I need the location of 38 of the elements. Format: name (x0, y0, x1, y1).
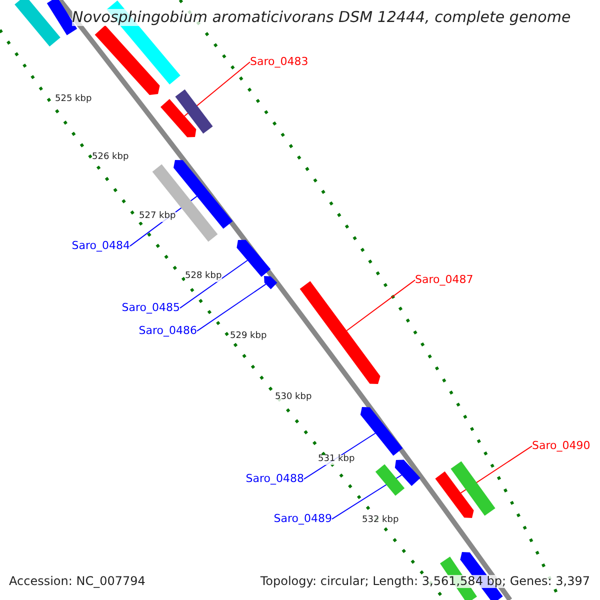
tick-label: 530 kbp (275, 393, 312, 403)
gene-label: Saro_0484 (72, 240, 130, 252)
tick-label: 527 kbp (139, 212, 176, 222)
gene-feature (375, 464, 405, 496)
gene-feature (94, 25, 160, 95)
gene-feature (175, 89, 213, 134)
leader-line (184, 62, 250, 117)
gene-label: Saro_0483 (250, 56, 308, 68)
gene-feature (14, 0, 60, 46)
gene-feature (160, 99, 196, 138)
gene-feature (300, 281, 380, 384)
footer-text: Accession: NC_007794 (9, 575, 146, 588)
gene-feature (174, 160, 233, 229)
gene-feature (435, 471, 474, 518)
gene-feature (236, 240, 271, 277)
leader-line (180, 260, 248, 309)
tick-label: 525 kbp (55, 95, 92, 105)
gene-label: Saro_0486 (138, 325, 197, 338)
leader-line (460, 446, 532, 494)
gene-feature (450, 461, 496, 516)
tick-label: 531 kbp (318, 455, 355, 465)
gene-label: Saro_0489 (274, 513, 332, 526)
gene-label: Saro_0485 (122, 302, 180, 314)
tick-label: 529 kbp (230, 332, 267, 342)
gene-label: Saro_0487 (415, 274, 474, 286)
title: Novosphingobium aromaticivorans DSM 12444, complete genome (72, 9, 571, 26)
gene-feature (394, 460, 420, 486)
tick-label: 528 kbp (185, 272, 222, 282)
gene-label: Saro_0488 (246, 473, 304, 486)
leader-line (196, 284, 266, 332)
leader-line (332, 474, 402, 520)
gene-label: Saro_0490 (532, 440, 590, 452)
footer-text: Topology: circular; Length: 3,561,584 bp; Genes: 3,397 (260, 575, 590, 588)
gene-feature (360, 407, 403, 456)
leader-line (346, 280, 416, 332)
tick-label: 526 kbp (92, 153, 129, 163)
tick-label: 532 kbp (362, 516, 399, 526)
gene-feature (264, 276, 278, 290)
